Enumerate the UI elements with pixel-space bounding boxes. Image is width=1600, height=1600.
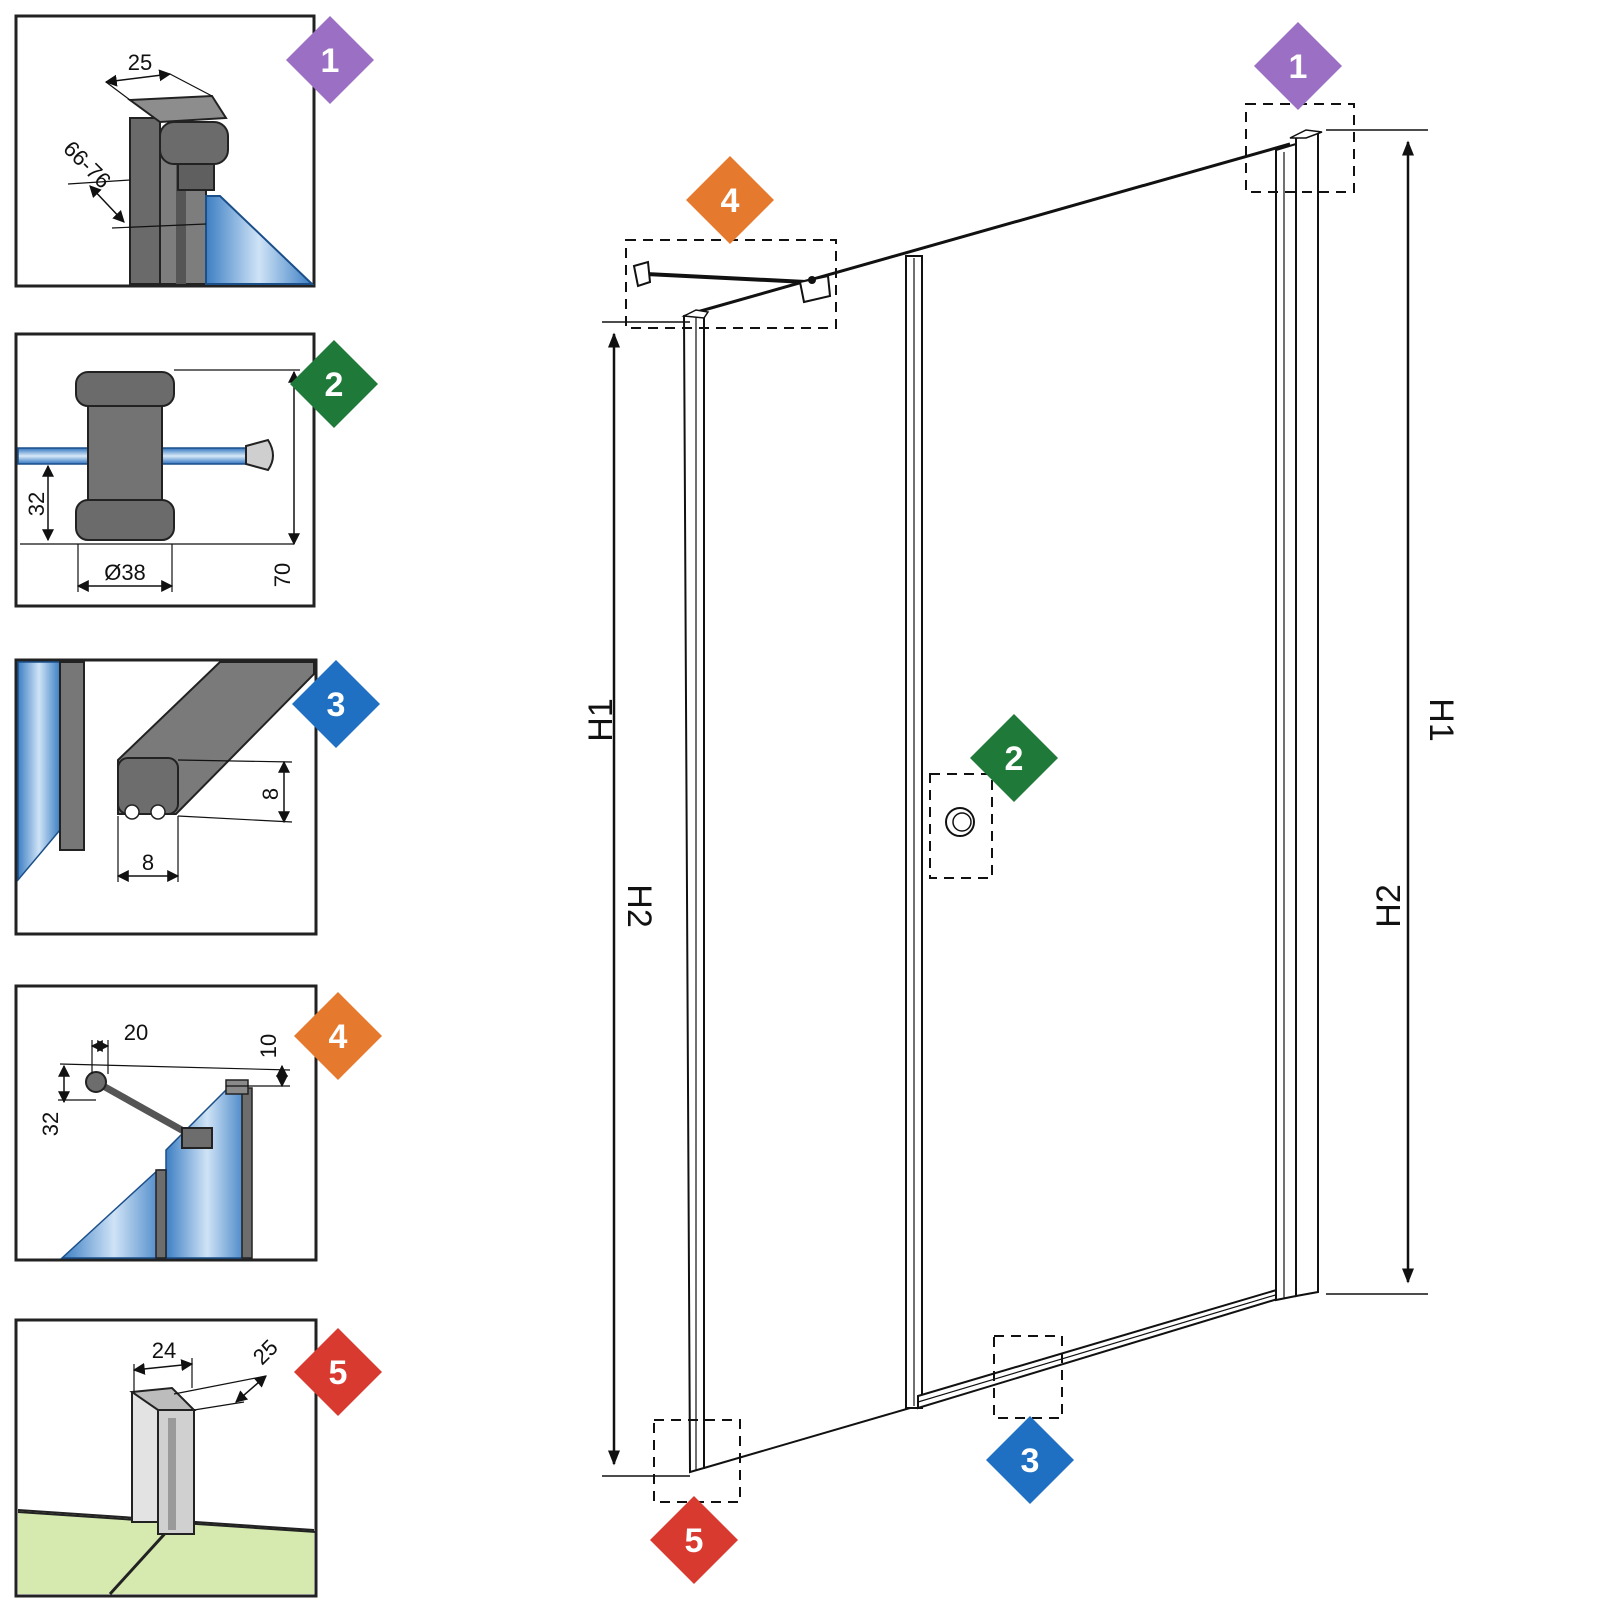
knob-body — [87, 405, 163, 505]
badge-5-main: 5 — [650, 1496, 738, 1584]
badge-2-main: 2 — [970, 714, 1058, 802]
dim-25-detail5-line — [235, 1375, 267, 1403]
callout-box-2 — [929, 773, 993, 879]
dim-20-label: 20 — [124, 1020, 148, 1045]
svg-text:3: 3 — [1021, 1442, 1040, 1480]
callout-box-3 — [993, 1335, 1063, 1419]
svg-text:1: 1 — [321, 42, 340, 80]
detail-panel-5: 24 25 — [14, 1318, 318, 1598]
dim-25-label: 25 — [128, 50, 152, 75]
badge-5-detail: 5 — [294, 1328, 382, 1416]
bottom-edge-left — [703, 1407, 911, 1469]
height-label-h1-left: H1 — [582, 698, 620, 741]
dim-32-label: 32 — [24, 492, 49, 516]
main-wall-mount — [632, 260, 652, 288]
knob-top — [75, 371, 175, 407]
floor-surface — [18, 1510, 314, 1594]
svg-text:5: 5 — [329, 1354, 348, 1392]
main-door-drawing: H1 H2 H1 H2 — [582, 103, 1460, 1503]
svg-text:2: 2 — [325, 366, 344, 404]
stabilizer-bar — [92, 1078, 200, 1142]
dim-8-vertical-label: 8 — [258, 788, 283, 800]
main-glass-clamp — [798, 274, 832, 304]
detail-panel-2: 32 Ø38 70 — [14, 332, 316, 608]
badge-4-main: 4 — [686, 156, 774, 244]
svg-text:4: 4 — [329, 1018, 348, 1056]
svg-text:1: 1 — [1289, 48, 1308, 86]
detail-panel-3: 8 8 — [14, 658, 318, 936]
glass-pane — [205, 195, 315, 285]
height-label-h1-right: H1 — [1422, 698, 1460, 741]
door-right-profile — [1275, 142, 1297, 1302]
badge-1-main: 1 — [1254, 22, 1342, 110]
right-wall-profile — [1295, 130, 1319, 1298]
badge-3-main: 3 — [986, 1416, 1074, 1504]
profile-groove — [176, 150, 186, 284]
glass-clamp — [181, 1127, 213, 1149]
badges: 1 2 3 4 5 1 4 2 — [286, 16, 1342, 1584]
hinge-block — [177, 163, 215, 191]
svg-text:2: 2 — [1005, 740, 1024, 778]
dim-24-line — [132, 1359, 194, 1375]
detail-panel-1: 25 66-76 — [14, 14, 316, 288]
profile-cap-top — [127, 94, 228, 124]
door-profile-3 — [59, 661, 85, 851]
profile-4 — [241, 1087, 253, 1259]
left-wall-profile — [682, 308, 705, 1474]
badge-1-detail: 1 — [286, 16, 374, 104]
height-label-h2-left: H2 — [620, 884, 658, 927]
svg-text:5: 5 — [685, 1522, 704, 1560]
wall-mount — [85, 1071, 107, 1093]
svg-text:3: 3 — [327, 686, 346, 724]
glass-clip — [245, 438, 274, 472]
main-stabilizer-bar — [645, 272, 807, 284]
top-edge — [689, 142, 1291, 316]
dim-70-label: 70 — [270, 563, 295, 587]
svg-text:4: 4 — [721, 182, 740, 220]
badge-4-detail: 4 — [294, 992, 382, 1080]
badge-3-detail: 3 — [292, 660, 380, 748]
seal-end — [117, 757, 179, 815]
knob-bottom — [75, 499, 175, 541]
dim-10-label: 10 — [256, 1034, 281, 1058]
profile-cap — [159, 121, 229, 165]
detail-panel-4: 20 10 32 — [14, 984, 318, 1262]
dim-66-76-line — [89, 185, 125, 223]
height-label-h2-right: H2 — [1370, 884, 1408, 927]
dim-38-label: Ø38 — [104, 560, 146, 585]
dim-8-horizontal-label: 8 — [142, 850, 154, 875]
dim-25-line — [104, 69, 172, 87]
door-bottom-seal — [917, 1284, 1296, 1410]
badge-2-detail: 2 — [290, 340, 378, 428]
dim-24-label: 24 — [152, 1338, 176, 1363]
wall-profile — [129, 117, 161, 285]
u-profile-outer — [131, 1391, 159, 1523]
dim-32-detail4-label: 32 — [38, 1112, 63, 1136]
